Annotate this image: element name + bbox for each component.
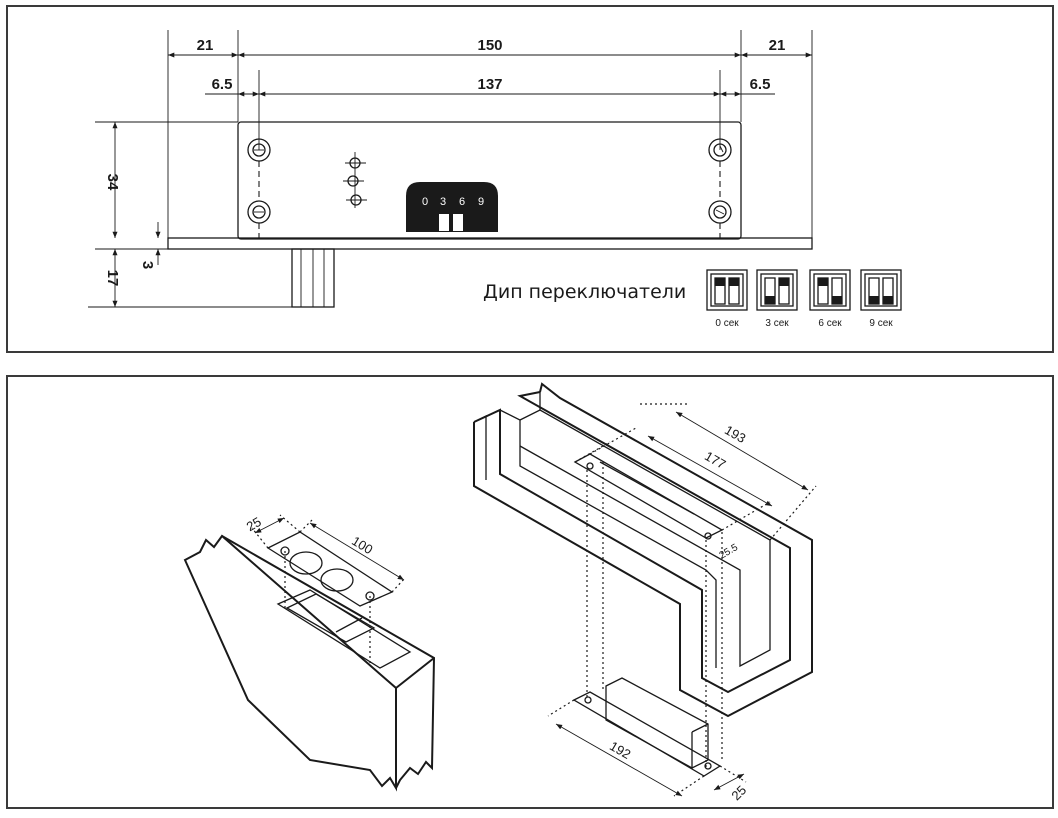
bottom-bracket: 192 25 [547, 677, 749, 803]
dim-plate: 3 [139, 261, 156, 269]
frame-slot [573, 453, 724, 539]
dip-setting-label-0: 0 сек [715, 318, 739, 329]
dip-number-0: 0 [422, 196, 428, 208]
dip-legend: Дип переключатели 0 сек 3 сек 6 [483, 269, 902, 329]
dip-caption: Дип переключатели [483, 281, 686, 303]
bracket-dim-length: 192 [607, 738, 633, 762]
dim-right-margin: 21 [769, 37, 786, 54]
dip-setting-3: 3 сек [756, 269, 798, 329]
dip-setting-label-6: 6 сек [818, 318, 842, 329]
dip-setting-0: 0 сек [706, 269, 748, 329]
dip-setting-label-3: 3 сек [765, 318, 789, 329]
door-leaf-isometric: 25 100 [183, 514, 436, 792]
closer-body: 0 3 6 9 [88, 121, 813, 308]
top-panel-border [6, 5, 1054, 353]
dip-setting-6: 6 сек [809, 269, 851, 329]
bracket-dim-width: 25 [728, 782, 749, 803]
bottom-panel-border [6, 375, 1054, 809]
door-cutout [276, 589, 412, 669]
bottom-panel: 25 100 [6, 375, 1054, 809]
dip-setting-9: 9 сек [860, 269, 902, 329]
door-dim-width: 25 [244, 514, 264, 534]
frame-dim-outer: 193 [722, 422, 748, 446]
door-dim-length: 100 [349, 533, 375, 557]
dim-left-margin: 21 [197, 37, 214, 54]
dimension-row-second: 6.5 137 6.5 [205, 76, 775, 97]
mounting-plate [167, 237, 813, 250]
frame-dim-inset: 25.5 [718, 542, 741, 561]
adjustment-valves [343, 152, 367, 208]
dip-switch-window: 0 3 6 9 [406, 182, 498, 232]
dip-setting-label-9: 9 сек [869, 318, 893, 329]
dim-height: 34 [104, 174, 121, 191]
dip-number-6: 6 [459, 196, 465, 208]
dim-right-inset: 6.5 [750, 76, 771, 93]
top-panel: 21 150 21 6.5 137 6.5 [6, 5, 1054, 353]
dim-hole-span: 137 [477, 76, 502, 93]
dimension-column-left: 34 17 3 [95, 121, 238, 307]
dim-lower: 17 [104, 270, 121, 287]
dimension-row-top: 21 150 21 [168, 37, 812, 58]
dim-total-width: 150 [477, 37, 502, 54]
frame-closer-isometric: 193 177 25.5 192 25 [473, 382, 817, 803]
screw-hole-right-bottom [708, 200, 732, 224]
dip-number-9: 9 [478, 196, 484, 208]
dim-left-inset: 6.5 [212, 76, 233, 93]
spindle [88, 248, 335, 308]
screw-hole-left-bottom [247, 200, 271, 224]
dip-number-3: 3 [440, 196, 446, 208]
